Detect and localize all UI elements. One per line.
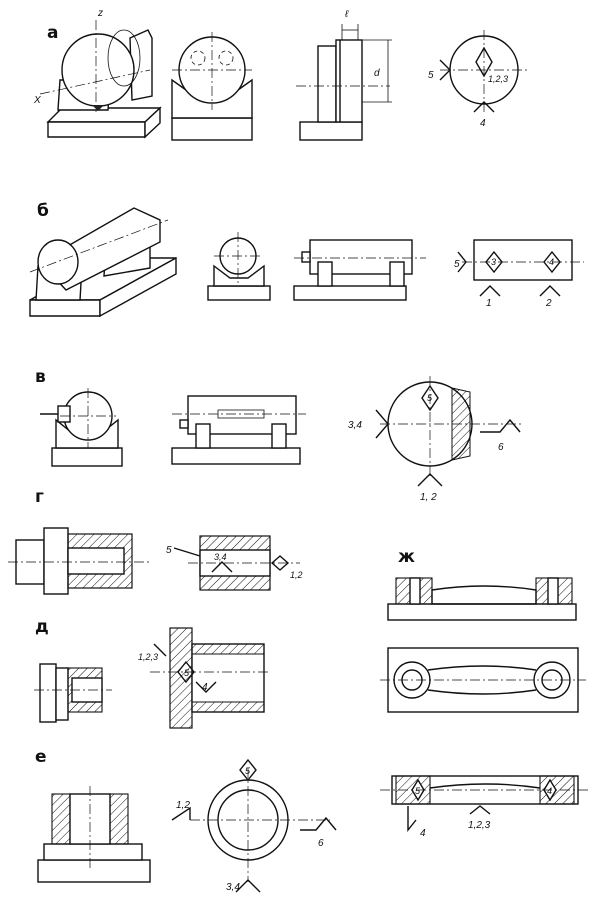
- point-6-label: 6: [498, 442, 504, 453]
- point-123-label: 1,2,3: [488, 74, 508, 84]
- base-scheme-g: 5 3,4 1,2: [166, 535, 303, 591]
- dim-d-label: d: [374, 68, 380, 79]
- point-5-label: 5: [454, 259, 460, 270]
- section-label-d: д: [35, 617, 49, 637]
- base-scheme-e: 5 1,2 6 3,4: [171, 758, 337, 893]
- point-2-label: 2: [545, 298, 552, 309]
- point-12-label: 1,2: [290, 570, 303, 580]
- section-a: а z X: [33, 8, 530, 141]
- base-scheme-v: 3,4 5 6 1, 2: [348, 376, 522, 503]
- point-4b-label: 4: [420, 828, 426, 839]
- point-5-label: 5: [166, 545, 172, 556]
- point-34-label: 3,4: [348, 420, 362, 431]
- side-view-a: ℓ d: [296, 9, 392, 141]
- housing-assembly-e: [37, 786, 151, 883]
- point-12-label: 1, 2: [420, 492, 437, 503]
- section-label-zh: ж: [398, 547, 415, 567]
- point-4-label: 4: [480, 118, 486, 129]
- section-label-v: в: [35, 367, 46, 387]
- section-zh: ж 5 4: [380, 547, 588, 839]
- point-34-label: 3,4: [214, 552, 227, 562]
- vblock-clamp-view-v: [40, 388, 123, 467]
- mandrel-assembly-g: [8, 527, 150, 595]
- vblock-front-view-b: [207, 232, 271, 301]
- side-view-v: [171, 395, 306, 465]
- point-3-label: 3: [491, 257, 496, 267]
- point-123-label: 1,2,3: [468, 820, 491, 831]
- side-view-b: [293, 239, 426, 301]
- base-scheme-a: 5 1,2,3 4: [428, 30, 530, 129]
- connecting-rod-section-zh: [387, 577, 577, 621]
- point-4-label: 4: [202, 682, 208, 693]
- point-5-label: 5: [245, 766, 251, 776]
- section-v: в 3,4: [35, 367, 522, 503]
- point-5-label: 5: [184, 668, 190, 678]
- point-6-label: 6: [318, 838, 324, 849]
- axis-x-label: X: [33, 95, 41, 106]
- point-34-label: 3,4: [226, 882, 240, 893]
- point-4-label: 4: [549, 257, 554, 267]
- base-scheme-d: 1,2,3 5 4: [138, 627, 270, 729]
- section-g: г 5 3,4 1,2: [8, 487, 303, 595]
- section-b: б: [29, 201, 584, 318]
- point-5-label: 5: [428, 70, 434, 81]
- section-label-a: а: [47, 23, 58, 43]
- point-5-label: 5: [415, 786, 421, 796]
- section-label-e: е: [35, 747, 47, 767]
- connecting-rod-scheme-zh: 5 4 4 1,2,3: [380, 775, 588, 839]
- point-12-label: 1,2: [176, 800, 190, 811]
- axis-z-label: z: [97, 8, 103, 19]
- section-e: е 5 1,2 6 3,4: [35, 747, 337, 893]
- fixture-isometric-a: z X: [33, 8, 162, 139]
- connecting-rod-top-view-zh: [380, 647, 586, 713]
- point-4-label: 4: [547, 786, 552, 796]
- section-label-b: б: [37, 201, 49, 221]
- point-123-label: 1,2,3: [138, 652, 158, 662]
- fixture-isometric-b: [29, 207, 177, 318]
- section-d: д 1,2,3 5 4: [34, 617, 270, 729]
- point-1-label: 1: [486, 298, 492, 309]
- point-5-label: 5: [427, 393, 433, 403]
- section-label-g: г: [35, 487, 44, 507]
- mandrel-assembly-d: [34, 663, 112, 723]
- base-scheme-b: 5 3 4 1 2: [454, 239, 584, 309]
- dim-l-label: ℓ: [344, 9, 349, 20]
- vblock-front-view-a: [171, 32, 253, 141]
